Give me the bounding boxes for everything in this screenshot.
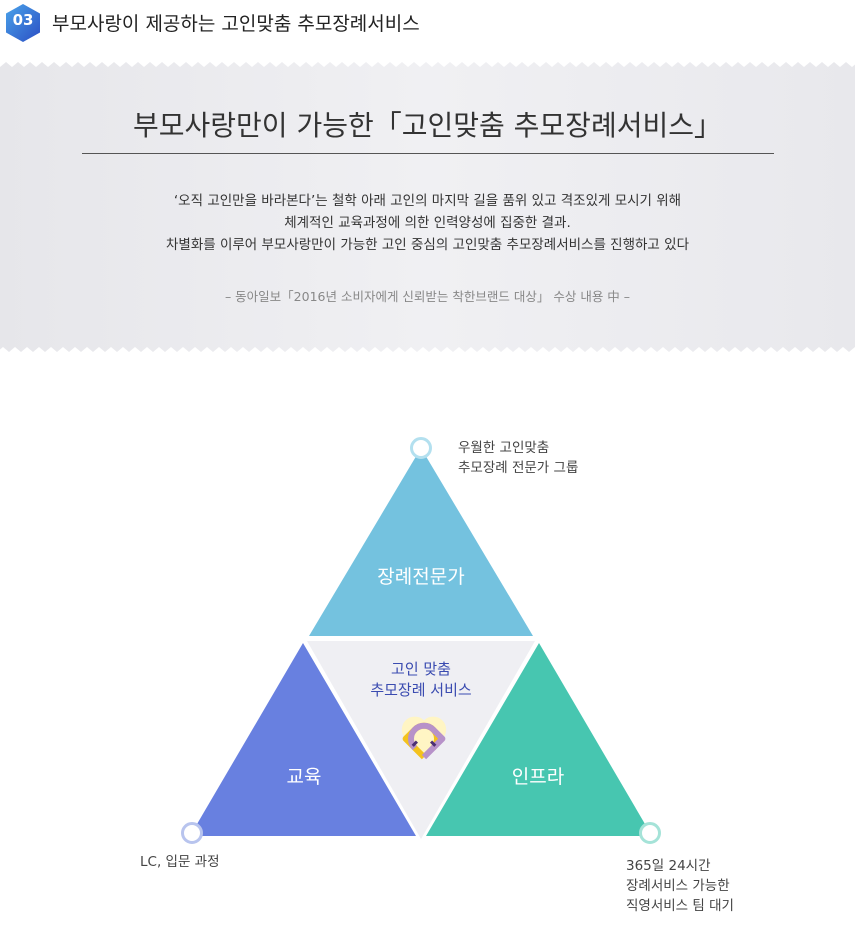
center-label-line: 고인 맞춤	[391, 660, 451, 678]
right-triangle-label: 인프라	[511, 766, 565, 788]
right-node-circle	[639, 822, 661, 844]
annotation-line: 직영서비스 팀 대기	[626, 898, 734, 914]
top-triangle	[309, 448, 533, 636]
section-header: 03 부모사랑이 제공하는 고인맞춤 추모장례서비스	[0, 0, 855, 50]
left-triangle	[190, 643, 416, 836]
heart-icon	[401, 716, 447, 760]
quote-line: 차별화를 이루어 부모사랑만이 가능한 고인 중심의 고인맞춤 추모장례서비스를…	[165, 237, 689, 253]
quote-divider	[82, 153, 774, 154]
number-badge	[6, 4, 40, 42]
section-number: 03	[12, 11, 34, 29]
top-node-circle	[410, 437, 432, 459]
triangle-diagram	[181, 437, 661, 844]
annotation-line: LC, 입문 과정	[140, 854, 220, 870]
top-triangle-label: 장례전문가	[377, 566, 465, 588]
quote-source: – 동아일보「2016년 소비자에게 신뢰받는 착한브랜드 대상」 수상 내용 …	[224, 289, 631, 304]
annotation-line: 우월한 고인맞춤	[458, 440, 550, 456]
left-annotation: LC, 입문 과정	[140, 852, 220, 872]
right-triangle	[426, 643, 652, 836]
top-annotation: 우월한 고인맞춤 추모장례 전문가 그룹	[458, 438, 578, 478]
section-title: 부모사랑이 제공하는 고인맞춤 추모장례서비스	[52, 13, 420, 35]
quote-band-background	[0, 62, 855, 352]
quote-title: 부모사랑만이 가능한「고인맞춤 추모장례서비스」	[132, 109, 722, 142]
service-diagram: 장례전문가 교육 인프라 고인 맞춤 추모장례 서비스 우월한 고인맞춤 추모장…	[0, 420, 855, 931]
right-annotation: 365일 24시간 장례서비스 가능한 직영서비스 팀 대기	[626, 856, 734, 916]
quote-body: ‘오직 고인만을 바라본다’는 철학 아래 고인의 마지막 길을 품위 있고 격…	[0, 190, 855, 256]
left-node-circle	[181, 822, 203, 844]
annotation-line: 365일 24시간	[626, 858, 711, 874]
quote-line: ‘오직 고인만을 바라본다’는 철학 아래 고인의 마지막 길을 품위 있고 격…	[173, 193, 682, 209]
annotation-line: 장례서비스 가능한	[626, 878, 730, 894]
annotation-line: 추모장례 전문가 그룹	[458, 460, 579, 476]
center-label: 고인 맞춤 추모장례 서비스	[321, 659, 521, 701]
center-label-line: 추모장례 서비스	[370, 681, 472, 699]
left-triangle-label: 교육	[286, 766, 322, 788]
quote-line: 체계적인 교육과정에 의한 인력양성에 집중한 결과.	[284, 215, 571, 231]
